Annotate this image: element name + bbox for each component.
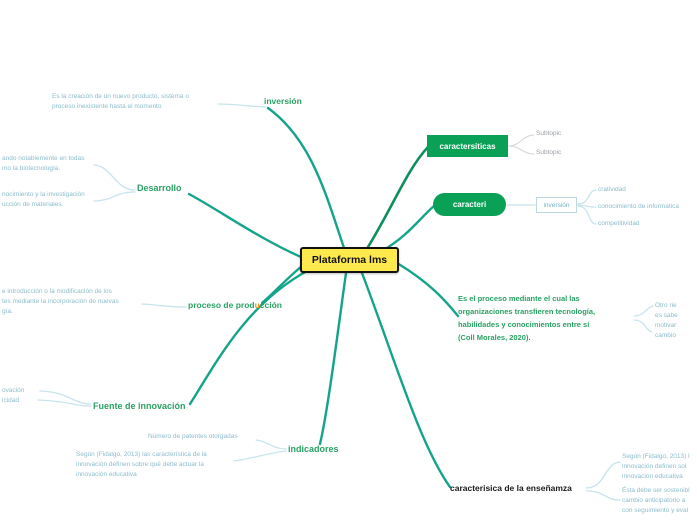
connector-fuente-note1: [39, 390, 92, 405]
note-proceso-texto-line3: motivar: [655, 322, 677, 329]
connector-subtopic2: [508, 145, 535, 155]
note-proceso-texto-line4: cambio: [655, 332, 676, 339]
connector-subtopic1: [508, 134, 535, 147]
central-topic[interactable]: Plataforma lms: [300, 247, 399, 273]
branch-ensenanza: [360, 271, 452, 489]
note-desarrollo-1-line1: ando notablemente en todas: [2, 155, 85, 162]
note-ensenanza-2-line1: Ésta debe ser sostenibl: [622, 487, 690, 494]
item-conocimiento-informatica[interactable]: conocimiento de informatica: [598, 203, 679, 210]
connector-indicadores-note-top: [255, 439, 287, 450]
item-cratividad[interactable]: cratividad: [598, 186, 626, 193]
note-ensenanza-2-line3: con seguimiento y eval: [622, 507, 689, 514]
topic-indicadores[interactable]: indicadores: [288, 444, 339, 454]
note-fuente-line2: icidad: [2, 397, 19, 404]
branch-desarrollo: [187, 192, 303, 259]
connector-proceso-note: [141, 303, 187, 308]
note-proceso-texto-line2: es sabe: [655, 312, 678, 319]
branch-fuente: [188, 269, 309, 406]
note-fuente[interactable]: ovación icidad: [2, 386, 24, 406]
connector-item-2: [577, 204, 597, 208]
note-inversion-line1: Es la creación de un nuevo producto, sis…: [52, 93, 189, 100]
note-proceso-line2: tes mediante la incorporación de nuevas: [2, 298, 119, 305]
note-desarrollo-2[interactable]: nocimiento y la investigación ucción de …: [2, 190, 85, 210]
subtopic-2[interactable]: Subtopic: [536, 149, 562, 156]
connector-item-1: [577, 189, 597, 205]
node-inversion-child[interactable]: inversión: [536, 197, 577, 213]
connector-indicadores-note: [233, 450, 287, 462]
topic-inversion[interactable]: inversión: [264, 96, 302, 106]
note-ensenanza-2-line2: cambio anticipatorio a: [622, 497, 686, 504]
note-proceso-texto[interactable]: Otro rie es sabe motivar cambio: [655, 301, 678, 341]
note-fuente-line1: ovación: [2, 387, 25, 394]
branch-indicadores: [318, 271, 348, 446]
note-ensenanza-1-line1: Según (Fidalgo, 2013) l: [622, 453, 690, 460]
topic-fuente-de-innovacion[interactable]: Fuente de innovación: [93, 401, 186, 411]
note-desarrollo-2-line1: nocimiento y la investigación: [2, 191, 85, 198]
topic-proceso-pre: proceso de prod: [188, 300, 255, 310]
branch-caracteristicas: [366, 145, 430, 249]
connector-texto-note2: [633, 319, 653, 333]
note-proceso-texto-line1: Otro rie: [655, 302, 677, 309]
note-ensenanza-1-line3: innovación educativa: [622, 473, 683, 480]
note-ensenanza-2[interactable]: Ésta debe ser sostenibl cambio anticipat…: [622, 486, 690, 516]
note-desarrollo-1-line2: mo la biotecnología.: [2, 165, 61, 172]
node-caracteristicas[interactable]: caractersiticas: [427, 135, 508, 157]
note-ensenanza-1-line2: innovación definen sol: [622, 463, 687, 470]
connector-inversion-note: [217, 103, 267, 108]
topic-proceso-highlight: u: [254, 300, 260, 310]
connector-ensenanza-note2: [585, 490, 621, 501]
topic-proceso-post: cción: [259, 300, 282, 310]
node-proceso-texto[interactable]: Es el proceso mediante el cual las organ…: [458, 292, 595, 344]
proceso-texto-line1: Es el proceso mediante el cual las: [458, 294, 580, 303]
topic-proceso-de-produccion[interactable]: proceso de producción: [188, 300, 282, 310]
connector-fuente-note2: [37, 399, 92, 407]
note-proceso[interactable]: e introducción o la modificación de los …: [2, 287, 119, 317]
branch-inversion: [266, 106, 346, 250]
connector-texto-note1: [633, 305, 654, 317]
item-competitividad[interactable]: competitividad: [598, 220, 640, 227]
note-inversion[interactable]: Es la creación de un nuevo producto, sis…: [52, 92, 189, 112]
node-caracteri[interactable]: caracteri: [433, 193, 506, 216]
branch-caracteri: [380, 204, 436, 253]
note-desarrollo-2-line2: ucción de materiales.: [2, 201, 64, 208]
connector-item-3: [577, 205, 597, 225]
note-indicadores-line1: Según (Fidalgo, 2013) las característica…: [76, 451, 207, 458]
proceso-texto-line4: (Coll Morales, 2020).: [458, 333, 531, 342]
note-ensenanza-1[interactable]: Según (Fidalgo, 2013) l innovación defin…: [622, 452, 690, 482]
branch-proceso-texto: [395, 261, 460, 318]
note-indicadores-top[interactable]: Número de patentes otorgadas: [148, 433, 238, 440]
proceso-texto-line3: habilidades y conocimientos entre sí: [458, 320, 590, 329]
connector-desarrollo-note1: [93, 164, 136, 191]
note-proceso-line1: e introducción o la modificación de los: [2, 288, 112, 295]
topic-desarrollo[interactable]: Desarrollo: [137, 183, 182, 193]
proceso-texto-line2: organizaciones transfieren tecnología,: [458, 307, 596, 316]
note-indicadores-line3: innovación educativa: [76, 471, 137, 478]
subtopic-1[interactable]: Subtopic: [536, 130, 562, 137]
topic-caracterisica-ensenanza[interactable]: caracterisica de la enseñamza: [450, 483, 572, 493]
note-indicadores-line2: innovación definen sobre qué debe actuar…: [76, 461, 204, 468]
note-inversion-line2: proceso inexistente hasta el momento: [52, 103, 162, 110]
connector-ensenanza-note1: [585, 461, 621, 489]
note-proceso-line3: gía.: [2, 308, 13, 315]
note-indicadores[interactable]: Según (Fidalgo, 2013) las característica…: [76, 450, 207, 480]
connector-desarrollo-note2: [93, 191, 136, 202]
note-desarrollo-1[interactable]: ando notablemente en todas mo la biotecn…: [2, 154, 84, 174]
